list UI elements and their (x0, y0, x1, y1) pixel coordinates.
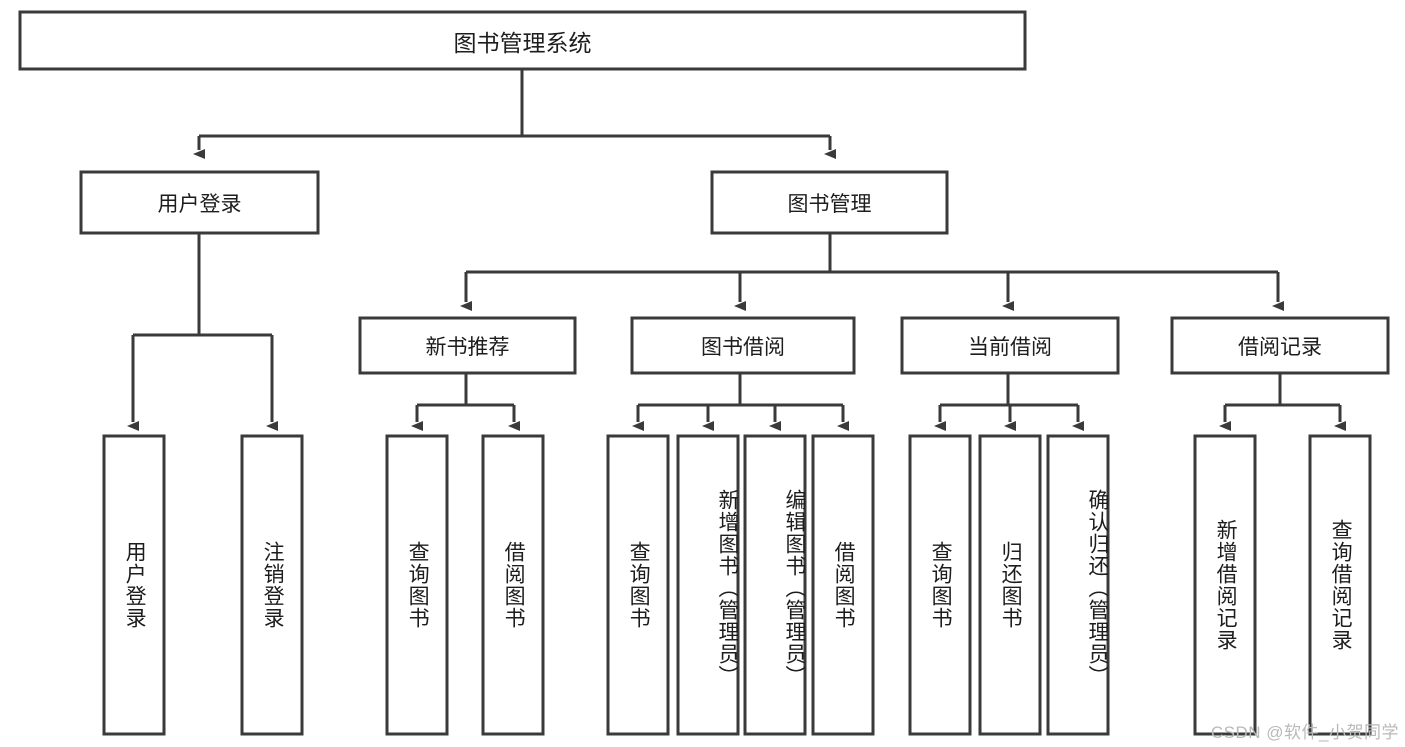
label-new-book-recommend: 新书推荐 (425, 335, 510, 359)
label-book-management: 图书管理 (787, 192, 872, 216)
node-leaf-return-book[interactable] (978, 434, 1042, 736)
node-new-book-recommend[interactable] (358, 316, 577, 375)
node-borrow-record[interactable] (1170, 316, 1390, 375)
node-leaf-borrow-book-recommend[interactable] (481, 434, 545, 736)
node-current-borrow[interactable] (900, 316, 1120, 375)
node-leaf-query-book-recommend[interactable] (385, 434, 449, 736)
node-leaf-add-book-admin[interactable] (676, 434, 740, 736)
label-root: 图书管理系统 (453, 29, 592, 56)
label-current-borrow: 当前借阅 (968, 335, 1052, 359)
node-leaf-user-login[interactable] (102, 434, 166, 736)
label-user-login: 用户登录 (157, 192, 242, 216)
node-leaf-query-book-current[interactable] (908, 434, 972, 736)
node-leaf-borrow-book[interactable] (811, 434, 875, 736)
node-book-management[interactable] (710, 170, 949, 235)
label-borrow-record: 借阅记录 (1238, 335, 1322, 359)
node-leaf-logout[interactable] (240, 434, 304, 736)
node-leaf-query-borrow-record[interactable] (1308, 434, 1372, 736)
label-book-borrow: 图书借阅 (701, 335, 785, 359)
node-leaf-query-book-borrow[interactable] (606, 434, 670, 736)
node-leaf-confirm-return-admin[interactable] (1046, 434, 1110, 736)
node-root-book-management-system[interactable] (18, 10, 1027, 71)
node-leaf-add-borrow-record[interactable] (1193, 434, 1257, 736)
node-leaf-edit-book-admin[interactable] (743, 434, 807, 736)
watermark-text: CSDN @软件_小贺同学 (1210, 723, 1399, 742)
node-book-borrow[interactable] (630, 316, 856, 375)
